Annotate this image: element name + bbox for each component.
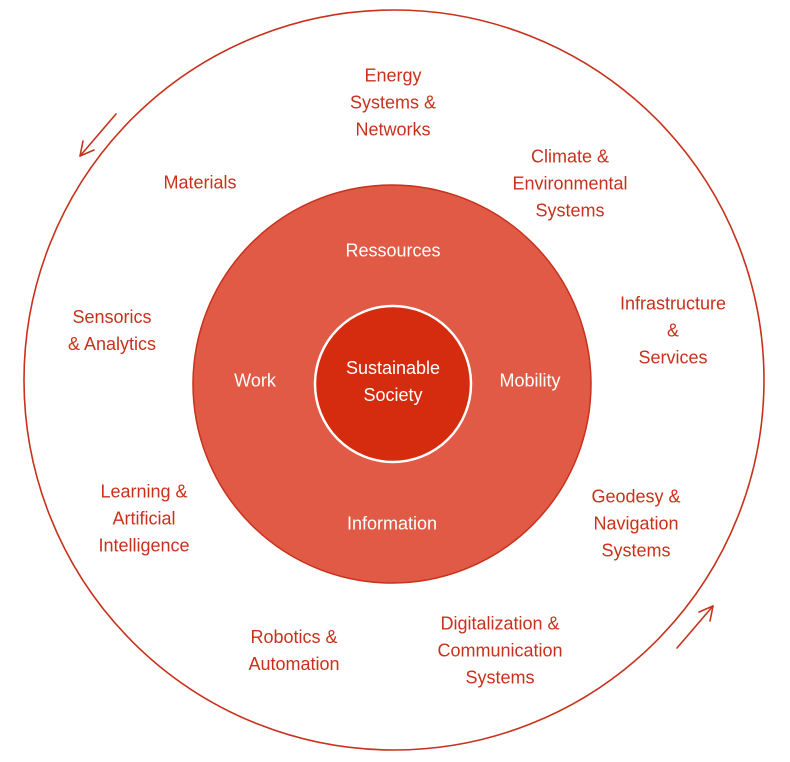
outer-label-infrastructure: Infrastructure & Services — [619, 293, 727, 368]
outer-label-materials: Materials — [163, 172, 237, 193]
outer-label-digitalization: Digitalization & Communication Systems — [437, 613, 563, 688]
arrow-top-left-icon — [79, 113, 117, 157]
inner-label-information: Information — [346, 513, 438, 534]
outer-label-climate: Climate & Environmental Systems — [512, 146, 628, 221]
core-label: Sustainable Society — [345, 358, 441, 405]
core-circle — [313, 304, 473, 464]
outer-label-sensorics: Sensorics & Analytics — [67, 307, 157, 354]
outer-label-geodesy: Geodesy & Navigation Systems — [591, 486, 681, 561]
arrow-bottom-right-icon — [676, 605, 714, 649]
inner-label-mobility: Mobility — [499, 370, 561, 391]
outer-label-energy: Energy Systems & Networks — [349, 65, 437, 140]
inner-label-ressources: Ressources — [345, 240, 441, 261]
inner-label-work: Work — [234, 370, 276, 391]
outer-label-learning: Learning & Artificial Intelligence — [98, 481, 190, 556]
outer-label-robotics: Robotics & Automation — [248, 627, 340, 674]
outer-ring — [23, 9, 765, 751]
